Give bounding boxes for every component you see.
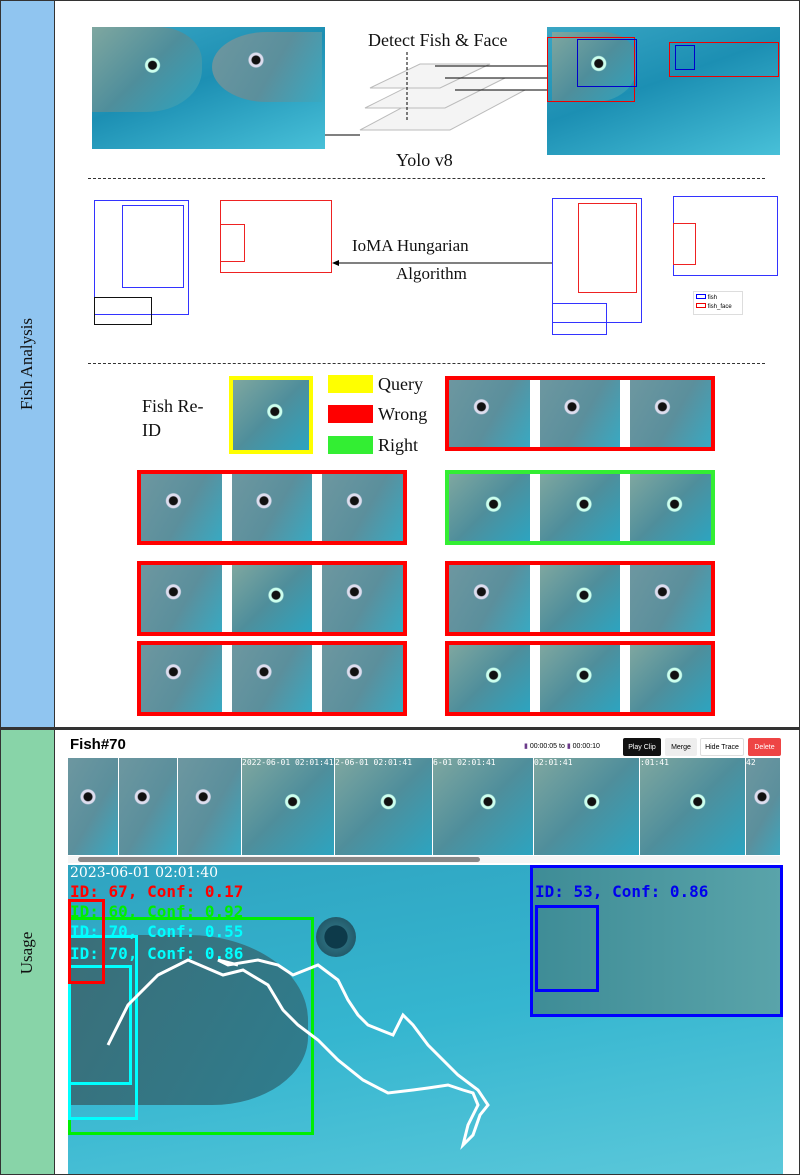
- detection-label: ID: 60, Conf: 0.92: [70, 902, 244, 921]
- clip-time-range: ▮ 00:00:05 to ▮ 00:00:10: [524, 742, 600, 750]
- face-box: [220, 224, 245, 262]
- time-from: 00:00:05: [529, 743, 558, 750]
- arrow-left-icon: [332, 260, 552, 266]
- ioma-label-2: Algorithm: [396, 264, 467, 283]
- detection-box: [68, 899, 105, 984]
- query-image: [229, 376, 313, 454]
- drain-object: [316, 917, 356, 957]
- fish-bbox: [669, 42, 779, 77]
- frame-timestamp: 2023-06-01 02:01:40: [70, 865, 219, 881]
- clapper-icon: ▮: [524, 743, 528, 750]
- detection-label: ID: 70, Conf: 0.55: [70, 922, 244, 941]
- result-strip-wrong: [137, 470, 407, 545]
- section-label-analysis: Fish Analysis: [0, 0, 55, 728]
- ioma-label-1: IoMA Hungarian: [352, 236, 469, 255]
- play-clip-button[interactable]: Play Clip: [623, 738, 661, 756]
- thumbnail[interactable]: [178, 758, 241, 855]
- legend-swatch-wrong: [328, 405, 373, 423]
- section-label-usage: Usage: [0, 730, 55, 1175]
- detection-label: ID: 67, Conf: 0.17: [70, 882, 244, 901]
- fish-box: [94, 200, 189, 315]
- time-to: 00:00:10: [572, 743, 600, 750]
- divider: [88, 178, 765, 179]
- detection-label: ID: 53, Conf: 0.86: [535, 882, 709, 901]
- scrollbar-thumb[interactable]: [78, 857, 480, 862]
- fish-box: [552, 198, 642, 323]
- legend-query: Query: [378, 374, 423, 394]
- analysis-label: Fish Analysis: [17, 317, 36, 411]
- detection-label: ID: 70, Conf: 0.86: [70, 944, 244, 963]
- fish-bbox: [547, 37, 635, 102]
- horizontal-scrollbar[interactable]: [68, 856, 780, 863]
- legend-wrong: Wrong: [378, 404, 428, 424]
- delete-button[interactable]: Delete: [748, 738, 781, 756]
- reid-title-2: ID: [142, 420, 161, 440]
- detection-box: [68, 965, 132, 1085]
- detection-output-image: [547, 27, 780, 155]
- reid-title-1: Fish Re-: [142, 396, 204, 416]
- result-strip-wrong: [445, 561, 715, 636]
- legend-fish: fish: [707, 295, 718, 301]
- fish-track-title: Fish#70: [70, 736, 126, 753]
- unmatched-box: [94, 297, 152, 325]
- fish-box: [552, 303, 607, 335]
- fish-box: [122, 205, 184, 288]
- usage-label: Usage: [17, 931, 36, 974]
- input-frame-image: [92, 27, 325, 149]
- thumbnail[interactable]: 2-06-01 02:01:41: [335, 758, 432, 855]
- thumbnail[interactable]: [119, 758, 177, 855]
- face-bbox: [675, 45, 695, 70]
- face-bbox: [577, 39, 637, 87]
- clapper-icon: ▮: [566, 743, 571, 750]
- yolo-layers-icon: [325, 50, 547, 136]
- legend-swatch-right: [328, 436, 373, 454]
- detection-box: [530, 865, 783, 1017]
- legend-swatch-query: [328, 375, 373, 393]
- thumbnail[interactable]: 02:01:41: [534, 758, 639, 855]
- trajectory-trace: [106, 958, 490, 1150]
- thumbnail[interactable]: [68, 758, 118, 855]
- result-strip-right: [445, 470, 715, 545]
- result-strip-wrong: [445, 641, 715, 716]
- time-to-label: to: [559, 743, 565, 750]
- divider: [88, 363, 765, 364]
- thumbnail[interactable]: :01:41: [640, 758, 745, 855]
- thumbnail[interactable]: 2022-06-01 02:01:41: [242, 758, 334, 855]
- result-strip-wrong: [137, 561, 407, 636]
- result-strip-wrong: [445, 376, 715, 451]
- result-strip-wrong: [137, 641, 407, 716]
- merge-button[interactable]: Merge: [665, 738, 697, 756]
- legend-right: Right: [378, 435, 419, 455]
- section-divider: [0, 727, 800, 730]
- hide-trace-button[interactable]: Hide Trace: [700, 738, 744, 756]
- face-box: [578, 203, 637, 293]
- bbox-legend: fish fish_face: [693, 291, 743, 315]
- detect-title: Detect Fish & Face: [368, 30, 508, 50]
- legend-fish-face: fish_face: [707, 304, 732, 310]
- video-frame[interactable]: 2023-06-01 02:01:40 ID: 67, Conf: 0.17 I…: [68, 865, 783, 1175]
- face-box: [673, 223, 696, 265]
- thumbnail[interactable]: 6-01 02:01:41: [433, 758, 533, 855]
- detection-box: [535, 905, 599, 992]
- thumbnail-strip[interactable]: 2022-06-01 02:01:41 2-06-01 02:01:41 6-0…: [68, 758, 780, 855]
- yolo-label: Yolo v8: [396, 150, 453, 170]
- thumbnail[interactable]: 42: [746, 758, 780, 855]
